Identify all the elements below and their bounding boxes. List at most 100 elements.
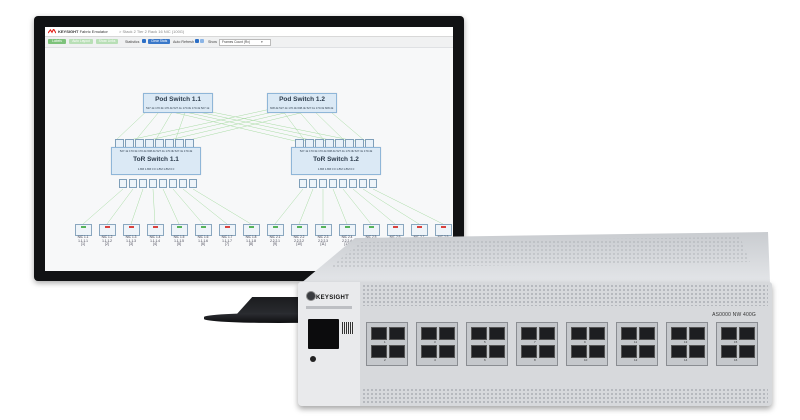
port-icon[interactable] [359, 179, 367, 188]
qsfp-port[interactable] [471, 345, 487, 358]
nic-node[interactable] [147, 224, 164, 236]
clear-stats-button[interactable]: Clear Stats [148, 39, 171, 44]
qsfp-port[interactable] [489, 345, 505, 358]
auto-layout-button[interactable]: Auto Layout [69, 39, 93, 44]
labels-button[interactable]: Labels [48, 39, 66, 44]
nic-addr: 2.2.2.3 [318, 238, 328, 243]
statistics-label: Statistics [125, 39, 140, 44]
qsfp-port[interactable] [539, 327, 555, 340]
port-icon[interactable] [319, 179, 327, 188]
port-icon[interactable] [369, 179, 377, 188]
auto-refresh-label: Auto Refresh [173, 39, 194, 44]
qsfp-port[interactable] [621, 345, 637, 358]
nic-name: NIC 2.5 [365, 235, 377, 239]
auto-refresh-toggle[interactable] [195, 39, 199, 43]
port-icon[interactable] [119, 179, 127, 188]
chassis-brand: KEYSIGHT [316, 295, 350, 301]
qsfp-port[interactable] [439, 327, 455, 340]
qsfp-port[interactable] [689, 327, 705, 340]
port-icon[interactable] [129, 179, 137, 188]
port-icon[interactable] [349, 179, 357, 188]
qsfp-port[interactable] [639, 345, 655, 358]
port-icon[interactable] [149, 179, 157, 188]
qsfp-port[interactable] [671, 345, 687, 358]
port-icon[interactable] [339, 179, 347, 188]
tor-switch-uplink-values: 527.1k 170.3k 170.4k 608.4k 527.1k 170.3… [299, 149, 373, 153]
nic-node[interactable] [243, 224, 260, 236]
port-icon[interactable] [179, 179, 187, 188]
qsfp-port[interactable] [521, 327, 537, 340]
qsfp-port[interactable] [539, 345, 555, 358]
pod-switch-port-values: 527.1k 170.3k 170.4k 527.1k 170.3k 170.4… [146, 106, 210, 110]
qsfp-port[interactable] [571, 345, 587, 358]
show-select[interactable]: Frames Count (Rx) [219, 38, 271, 46]
qsfp-port[interactable] [589, 345, 605, 358]
tor-switch-uplink-values: 527.1k 170.3k 170.4k 608.4k 527.1k 170.3… [119, 149, 193, 153]
nic-node[interactable] [219, 224, 236, 236]
qsfp-port[interactable] [471, 327, 487, 340]
statistics-toggle[interactable] [142, 39, 146, 43]
port-icon[interactable] [309, 179, 317, 188]
pod-switch-1-2[interactable]: Pod Switch 1.2 608.4k 527.1k 170.3k 608.… [267, 93, 337, 113]
nic-name: NIC 1.1 [77, 235, 89, 239]
port-number-label: 11 [634, 340, 638, 344]
nic-node[interactable] [171, 224, 188, 236]
power-button-icon[interactable] [306, 291, 316, 301]
status-led-icon [105, 226, 110, 228]
port-icon[interactable] [329, 179, 337, 188]
qsfp-port[interactable] [371, 345, 387, 358]
nic-node[interactable] [363, 224, 380, 236]
qsfp-port[interactable] [421, 327, 437, 340]
qsfp-port[interactable] [389, 327, 405, 340]
nic-addr: 2.2.2.4 [342, 238, 352, 243]
qsfp-port[interactable] [689, 345, 705, 358]
qsfp-port[interactable] [671, 327, 687, 340]
qsfp-port[interactable] [739, 327, 755, 340]
nic-node[interactable] [291, 224, 308, 236]
qsfp-port[interactable] [721, 345, 737, 358]
nic-node[interactable] [123, 224, 140, 236]
tor-switch-1-1[interactable]: 527.1k 170.3k 170.4k 608.4k 527.1k 170.3… [111, 147, 201, 175]
usb-port-icon[interactable] [310, 356, 316, 362]
port-icon[interactable] [169, 179, 177, 188]
qsfp-port[interactable] [421, 345, 437, 358]
nic-node[interactable] [267, 224, 284, 236]
nic-node[interactable] [339, 224, 356, 236]
qsfp-port[interactable] [439, 345, 455, 358]
qsfp-port[interactable] [621, 327, 637, 340]
qsfp-port[interactable] [389, 345, 405, 358]
port-icon[interactable] [159, 179, 167, 188]
qsfp-port[interactable] [589, 327, 605, 340]
nic-node[interactable] [315, 224, 332, 236]
qsfp-port[interactable] [721, 327, 737, 340]
nic-node[interactable] [411, 224, 428, 236]
status-led-strip [306, 306, 352, 309]
qsfp-port[interactable] [489, 327, 505, 340]
nic-node[interactable] [195, 224, 212, 236]
chassis-top-panel [300, 232, 770, 284]
port-icon[interactable] [139, 179, 147, 188]
tor-switch-1-2[interactable]: 527.1k 170.3k 170.4k 608.4k 527.1k 170.3… [291, 147, 381, 175]
qsfp-port[interactable] [739, 345, 755, 358]
nic-node[interactable] [387, 224, 404, 236]
nic-node[interactable] [99, 224, 116, 236]
nic-node[interactable] [75, 224, 92, 236]
nic-node[interactable] [435, 224, 452, 236]
qsfp-port[interactable] [639, 327, 655, 340]
qsfp-port[interactable] [371, 327, 387, 340]
status-led-icon [417, 226, 422, 228]
status-led-icon [249, 226, 254, 228]
status-led-icon [225, 226, 230, 228]
model-label: AS0000 NW 400G [712, 312, 756, 318]
qsfp-port[interactable] [521, 345, 537, 358]
qsfp-port[interactable] [571, 327, 587, 340]
pod-switch-1-1[interactable]: Pod Switch 1.1 527.1k 170.3k 170.4k 527.… [143, 93, 213, 113]
port-icon[interactable] [189, 179, 197, 188]
show-links-button[interactable]: Show Links [96, 39, 118, 44]
port-icon[interactable] [299, 179, 307, 188]
